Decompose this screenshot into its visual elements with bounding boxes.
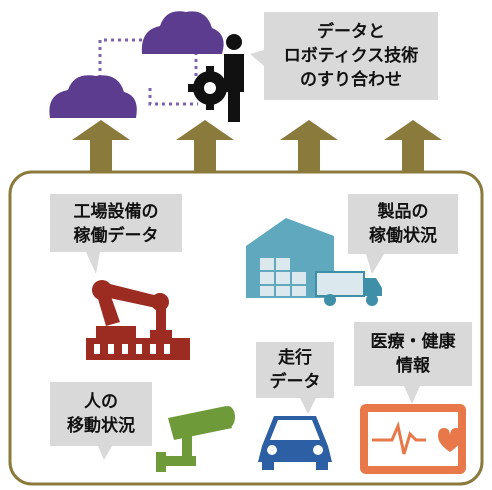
warehouse-truck-icon: [246, 218, 382, 306]
up-arrow-4: [384, 120, 442, 172]
factory-callout-bubble: [50, 194, 182, 274]
car-icon: [258, 416, 332, 470]
up-arrow-1: [72, 120, 130, 172]
dotted-connectors: [98, 38, 198, 106]
data-sources-box: [8, 170, 484, 486]
up-arrow-2: [176, 120, 234, 172]
cloud-icon: [141, 11, 224, 54]
up-arrow-3: [280, 120, 338, 172]
top-callout-bubble: [250, 12, 438, 100]
camera-icon: [156, 406, 235, 472]
medical-callout-bubble: [354, 322, 472, 404]
drive-callout-bubble: [256, 342, 334, 414]
factory-callout-text: 工場設備の 稼働データ: [73, 202, 159, 246]
people-callout-bubble: [50, 382, 152, 460]
gear-person-icon: [188, 34, 244, 122]
heart-monitor-icon: [360, 404, 466, 474]
arrows: [72, 120, 442, 172]
medical-callout-text: 医療・健康 情報: [370, 332, 456, 376]
people-callout-text: 人の 移動状況: [67, 392, 135, 436]
product-callout-text: 製品の 稼働状況: [369, 202, 437, 246]
cloud-icon-2: [49, 75, 137, 118]
product-callout-bubble: [348, 194, 458, 274]
robot-arm-icon: [86, 280, 190, 360]
top-callout-text: データと ロボティクス技術 のすり合わせ: [283, 22, 419, 90]
drive-callout-text: 走行 データ: [269, 348, 321, 392]
